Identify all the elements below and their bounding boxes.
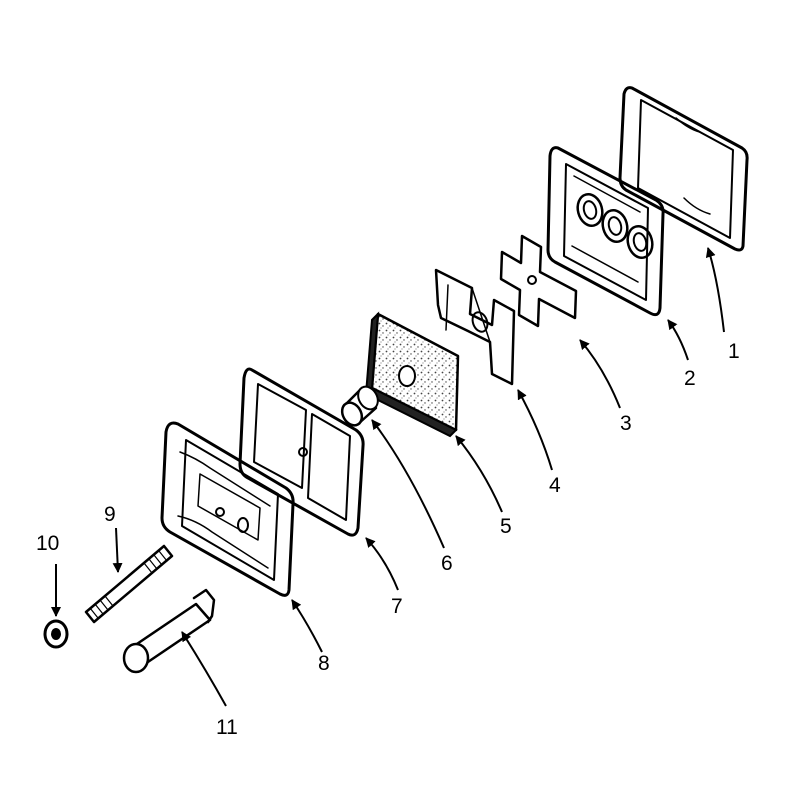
- label-10: 10: [36, 532, 60, 555]
- label-8: 8: [318, 652, 330, 675]
- leader-5: [455, 435, 503, 513]
- part-1-gasket: [618, 86, 749, 252]
- leader-3: [579, 339, 621, 409]
- label-11: 11: [216, 716, 238, 739]
- leader-9: [112, 527, 123, 573]
- part-6-bushing: [340, 385, 379, 427]
- label-9: 9: [104, 503, 116, 526]
- part-10-nut: [43, 619, 69, 649]
- label-3: 3: [620, 412, 632, 435]
- leader-1: [705, 247, 725, 333]
- part-5-block: [364, 311, 460, 438]
- leader-2: [667, 319, 689, 361]
- part-7-gasket: [238, 367, 365, 537]
- leader-4: [517, 389, 553, 471]
- leader-7: [365, 537, 399, 591]
- leader-8: [291, 599, 323, 653]
- label-6: 6: [441, 552, 453, 575]
- leader-arrows: [51, 247, 725, 707]
- label-1: 1: [728, 340, 740, 363]
- part-2-port-plate: [546, 146, 665, 317]
- label-2: 2: [684, 367, 696, 390]
- part-8-reed-cage: [160, 421, 295, 597]
- part-3-cross-reed: [499, 234, 578, 328]
- part-9-threaded-stud: [84, 544, 174, 624]
- label-5: 5: [500, 515, 512, 538]
- leader-6: [371, 419, 445, 549]
- part-11-fitting: [122, 588, 216, 674]
- label-4: 4: [549, 474, 561, 497]
- part-4-stop-plate: [434, 268, 516, 386]
- leader-11: [181, 631, 227, 707]
- label-7: 7: [391, 595, 403, 618]
